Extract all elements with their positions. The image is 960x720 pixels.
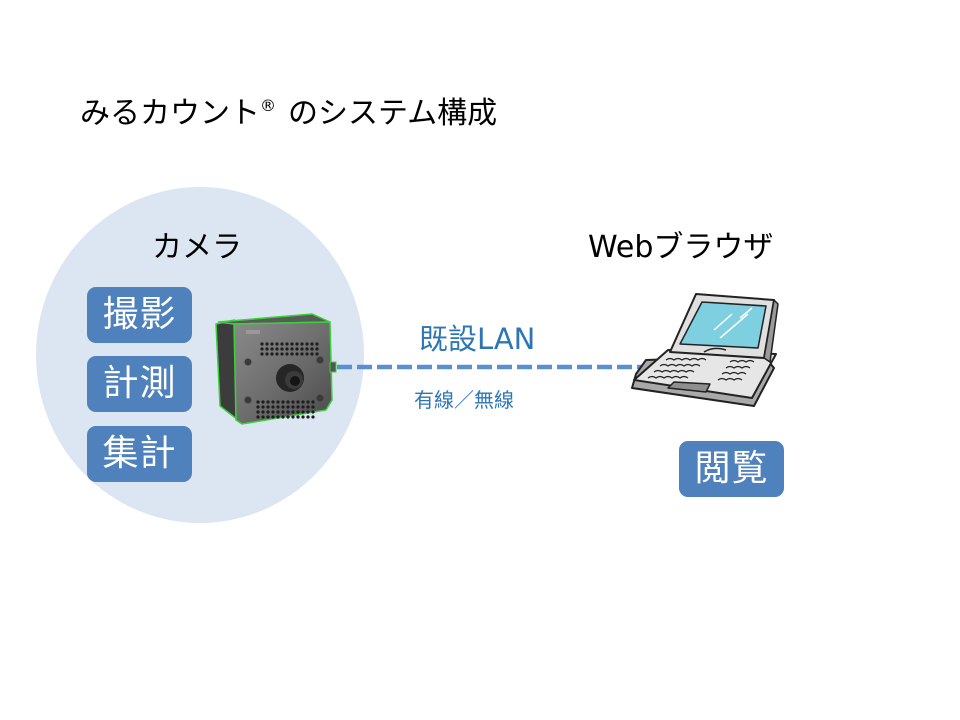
camera-label: カメラ <box>152 230 242 265</box>
laptop-icon <box>631 293 779 407</box>
browser-label: Webブラウザ <box>588 230 774 265</box>
function-badge-measuring: 計測 <box>87 356 192 412</box>
function-badge-shooting: 撮影 <box>87 287 192 343</box>
network-sublabel: 有線／無線 <box>414 388 514 412</box>
page-title: みるカウント® のシステム構成 <box>80 88 497 132</box>
vent-holes-top <box>260 342 319 356</box>
camera-device-icon <box>215 313 337 425</box>
function-badge-viewing: 閲覧 <box>679 441 784 497</box>
registered-mark: ® <box>260 96 276 115</box>
function-badge-aggregating: 集計 <box>87 426 192 482</box>
lan-connection-line <box>337 364 655 370</box>
laptop-touchpad <box>667 381 711 393</box>
title-suffix: のシステム構成 <box>288 96 498 131</box>
product-name: みるカウント <box>80 96 260 131</box>
network-label: 既設LAN <box>419 322 536 356</box>
